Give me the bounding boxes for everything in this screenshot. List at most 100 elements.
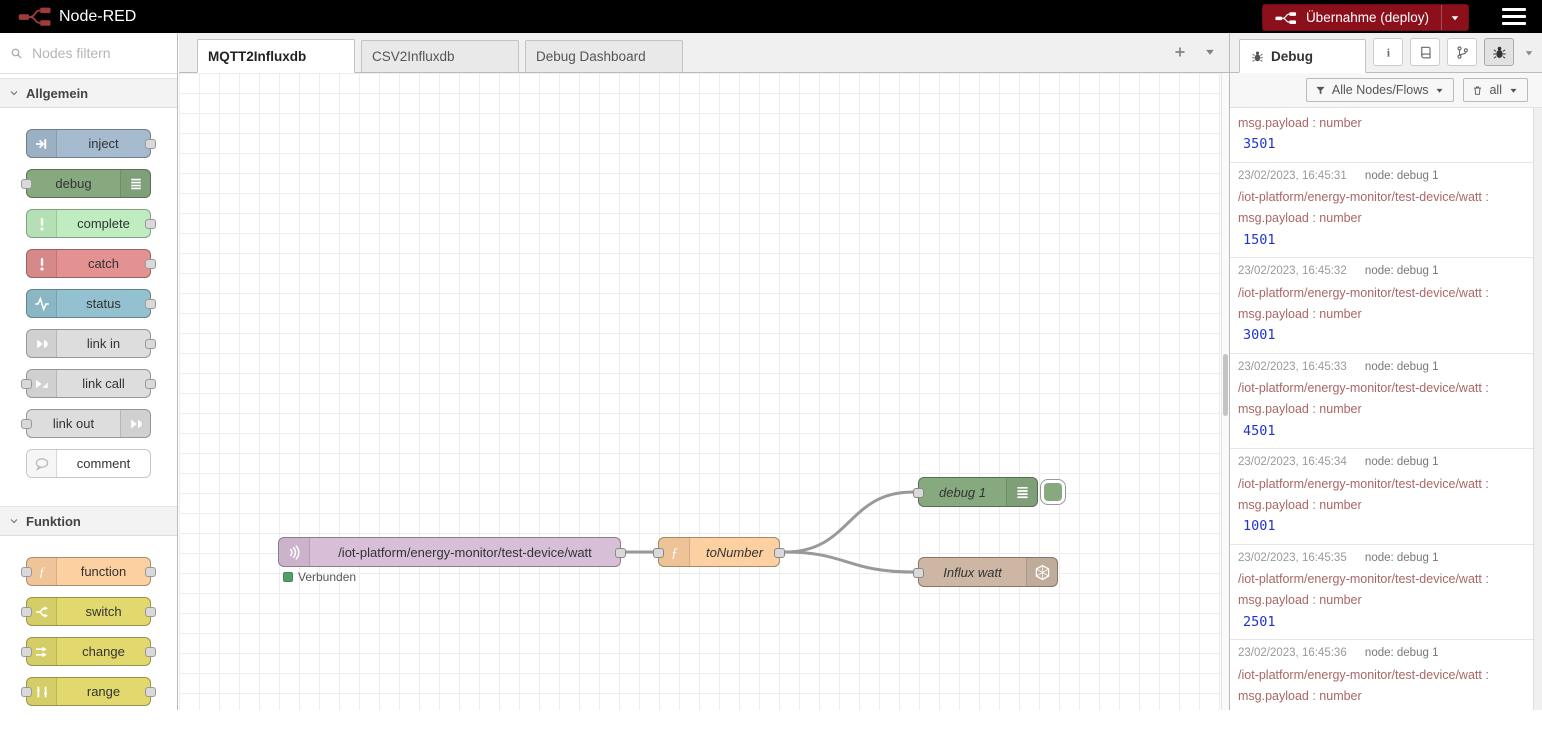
debug-message-timestamp: 23/02/2023, 16:45:31 [1238, 170, 1347, 182]
workspace-tab-label: MQTT2Influxdb [208, 49, 306, 64]
tab-debug[interactable]: Debug [1239, 39, 1366, 73]
wire-function-to-debug[interactable] [785, 492, 913, 552]
debug-message-timestamp: 23/02/2023, 16:45:34 [1238, 456, 1347, 468]
input-port[interactable] [21, 179, 32, 189]
input-port[interactable] [913, 568, 924, 578]
tab-debug-dashboard[interactable]: Debug Dashboard [525, 40, 683, 72]
input-port[interactable] [21, 687, 32, 697]
input-port[interactable] [21, 607, 32, 617]
sidebar-scrollbar[interactable] [1533, 108, 1542, 710]
palette-node-catch[interactable]: catch [26, 249, 151, 278]
palette-node-link-in[interactable]: link in [26, 329, 151, 358]
sidebar-options-button[interactable] [1523, 47, 1535, 59]
sidebar-bug-button[interactable] [1484, 38, 1514, 66]
input-port[interactable] [21, 647, 32, 657]
palette-node-status[interactable]: status [26, 289, 151, 318]
debug-clear-button[interactable]: all [1463, 78, 1528, 102]
debug-filter-button[interactable]: Alle Nodes/Flows [1306, 78, 1455, 102]
workspace-tabbar: MQTT2Influxdb CSV2Influxdb Debug Dashboa… [179, 33, 1229, 73]
debug-message[interactable]: 23/02/2023, 16:45:35 node: debug 1 /iot-… [1230, 545, 1533, 640]
debug-message[interactable]: 23/02/2023, 16:45:32 node: debug 1 /iot-… [1230, 258, 1533, 353]
add-flow-button[interactable] [1173, 45, 1187, 59]
palette-node-range[interactable]: range [26, 677, 151, 706]
sidebar-git-branch-button[interactable] [1447, 38, 1477, 66]
debug-enable-toggle[interactable] [1040, 479, 1066, 505]
flow-canvas[interactable]: /iot-platform/energy-monitor/test-device… [179, 73, 1229, 710]
debug-message-topic: /iot-platform/energy-monitor/test-device… [1238, 286, 1525, 300]
output-port[interactable] [145, 299, 156, 309]
debug-message-topic: /iot-platform/energy-monitor/test-device… [1238, 668, 1525, 682]
palette-node-link-out[interactable]: link out [26, 409, 151, 438]
palette-category-funktion-nodes: ƒ function switch change range [0, 536, 177, 730]
flow-node-influxdb-out[interactable]: Influx watt [918, 557, 1058, 587]
output-port[interactable] [145, 339, 156, 349]
sidebar-info-button[interactable]: i [1373, 38, 1403, 66]
exclamation-icon [27, 210, 57, 237]
output-port[interactable] [615, 548, 626, 558]
scrollbar-thumb[interactable] [1223, 354, 1228, 416]
debug-message-timestamp: 23/02/2023, 16:45:35 [1238, 552, 1347, 564]
palette-node-comment[interactable]: comment [26, 449, 151, 478]
inject-icon [27, 130, 57, 157]
input-port[interactable] [653, 548, 664, 558]
debug-message-property: msg.payload : number [1238, 116, 1525, 130]
palette-node-label: function [57, 558, 150, 585]
output-port[interactable] [145, 567, 156, 577]
wire-function-to-influx[interactable] [785, 552, 913, 572]
palette-node-link-call[interactable]: link call [26, 369, 151, 398]
tab-mqtt2influxdb[interactable]: MQTT2Influxdb [197, 39, 355, 73]
debug-message[interactable]: msg.payload : number 3501 [1230, 108, 1533, 163]
debug-toolbar: Alle Nodes/Flows all [1230, 73, 1542, 108]
pulse-icon [27, 290, 57, 317]
palette-node-inject[interactable]: inject [26, 129, 151, 158]
canvas-vertical-scrollbar[interactable] [1221, 73, 1229, 710]
flow-node-function[interactable]: ƒ toNumber [658, 537, 780, 567]
debug-message-topic: /iot-platform/energy-monitor/test-device… [1238, 572, 1525, 586]
deploy-button[interactable]: Übernahme (deploy) [1262, 4, 1469, 31]
output-port[interactable] [774, 548, 785, 558]
trash-icon [1472, 85, 1483, 96]
debug-message-meta: 23/02/2023, 16:45:34 node: debug 1 [1238, 456, 1525, 469]
sidebar-book-button[interactable] [1410, 38, 1440, 66]
debug-message[interactable]: 23/02/2023, 16:45:33 node: debug 1 /iot-… [1230, 354, 1533, 449]
output-port[interactable] [145, 259, 156, 269]
tab-csv2influxdb[interactable]: CSV2Influxdb [361, 40, 519, 72]
debug-message[interactable]: 23/02/2023, 16:45:34 node: debug 1 /iot-… [1230, 449, 1533, 544]
debug-message-meta: 23/02/2023, 16:45:33 node: debug 1 [1238, 361, 1525, 374]
flow-node-mqtt-in[interactable]: /iot-platform/energy-monitor/test-device… [278, 537, 621, 567]
input-port[interactable] [21, 419, 32, 429]
output-port[interactable] [145, 219, 156, 229]
deploy-options-button[interactable] [1441, 5, 1468, 30]
palette-category-allgemein[interactable]: Allgemein [0, 78, 177, 108]
category-label: Funktion [26, 514, 81, 529]
palette-node-function[interactable]: ƒ function [26, 557, 151, 586]
category-label: Allgemein [26, 86, 88, 101]
output-port[interactable] [145, 687, 156, 697]
debug-message[interactable]: 23/02/2023, 16:45:36 node: debug 1 /iot-… [1230, 640, 1533, 710]
debug-message[interactable]: 23/02/2023, 16:45:31 node: debug 1 /iot-… [1230, 163, 1533, 258]
input-port[interactable] [21, 567, 32, 577]
debug-message-node: node: debug 1 [1365, 552, 1439, 564]
output-port[interactable] [145, 379, 156, 389]
palette-node-change[interactable]: change [26, 637, 151, 666]
palette-node-complete[interactable]: complete [26, 209, 151, 238]
palette-node-debug[interactable]: debug [26, 169, 151, 198]
flow-list-button[interactable] [1203, 45, 1217, 59]
input-port[interactable] [913, 488, 924, 498]
palette-node-switch[interactable]: switch [26, 597, 151, 626]
flow-node-debug[interactable]: debug 1 [918, 477, 1038, 507]
palette-node-label: complete [57, 210, 150, 237]
node-palette: Allgemein inject debug complete catch [0, 33, 178, 710]
debug-message-meta: 23/02/2023, 16:45:36 node: debug 1 [1238, 647, 1525, 660]
output-port[interactable] [145, 647, 156, 657]
debug-message-property: msg.payload : number [1238, 689, 1525, 703]
input-port[interactable] [21, 379, 32, 389]
palette-search-input[interactable] [30, 44, 159, 62]
output-port[interactable] [145, 607, 156, 617]
debug-message-value: 2501 [1238, 615, 1525, 631]
main-menu-button[interactable] [1502, 8, 1526, 25]
palette-category-funktion[interactable]: Funktion [0, 506, 177, 536]
info-icon: i [1381, 45, 1396, 60]
tabbar-actions [1173, 45, 1217, 59]
output-port[interactable] [145, 139, 156, 149]
